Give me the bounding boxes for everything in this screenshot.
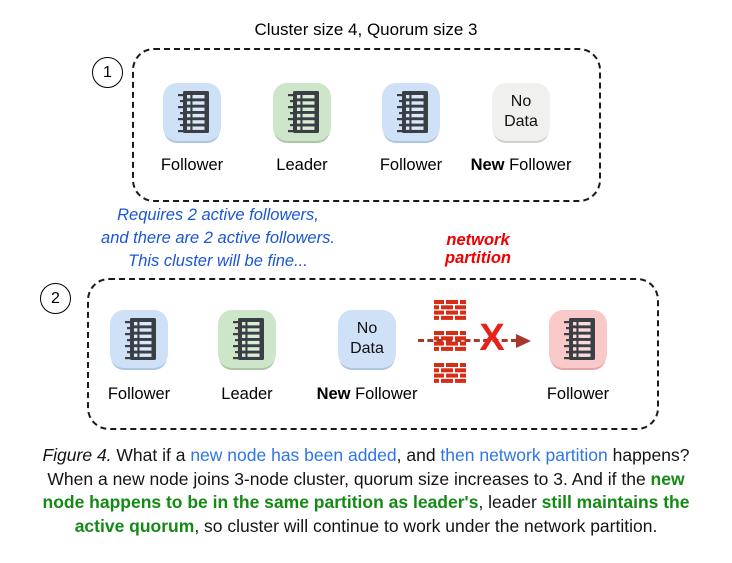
notebook-icon-svg xyxy=(288,91,319,133)
cluster-box-1 xyxy=(132,48,601,202)
s2-node-follower-1: Follower xyxy=(83,310,195,404)
s2-node-leader: Leader xyxy=(191,310,303,404)
node-label: Leader xyxy=(276,156,328,174)
brick-wall-svg xyxy=(434,363,466,383)
node-label: New Follower xyxy=(470,156,572,174)
node-label: Follower xyxy=(107,385,171,403)
caption-line-4: active quorum, so cluster will continue … xyxy=(74,515,658,536)
node-label: New Follower xyxy=(316,385,418,403)
caption-line-3: node happens to be in the same partition… xyxy=(42,492,690,513)
notebook-icon xyxy=(110,310,168,368)
node-label: Follower xyxy=(546,385,610,403)
x-mark: X xyxy=(479,317,505,359)
s1-node-follower-2: Follower xyxy=(355,83,467,175)
brick-wall-svg xyxy=(434,331,466,351)
node-label: Follower xyxy=(379,156,443,174)
step-1-number: 1 xyxy=(103,63,112,81)
annotation-active-followers: Requires 2 active followers,and there ar… xyxy=(101,206,335,270)
cluster-box-2 xyxy=(87,278,659,430)
node-label: Leader xyxy=(221,385,273,403)
notebook-icon-svg xyxy=(564,318,595,360)
brick-wall-icon xyxy=(434,363,466,383)
notebook-icon xyxy=(549,310,607,368)
partition-arrow-line xyxy=(418,339,517,342)
caption-line-1: Figure 4. What if a new node has been ad… xyxy=(42,445,690,465)
brick-wall-svg xyxy=(434,300,466,320)
partition-arrow-head xyxy=(516,334,531,348)
notebook-icon-svg xyxy=(233,318,264,360)
step-2-number: 2 xyxy=(51,289,60,307)
brick-wall-icon xyxy=(434,331,466,351)
notebook-icon xyxy=(382,83,440,141)
figure-caption: Figure 4. What if a new node has been ad… xyxy=(0,444,732,538)
step-2-badge: 2 xyxy=(40,283,71,314)
notebook-icon-svg xyxy=(125,318,156,360)
step-1-badge: 1 xyxy=(92,57,123,88)
s1-node-leader: Leader xyxy=(246,83,358,175)
s1-node-follower-1: Follower xyxy=(136,83,248,175)
notebook-icon xyxy=(273,83,331,141)
s2-node-follower-partitioned: Follower xyxy=(522,310,634,404)
brick-wall-icon xyxy=(434,300,466,320)
node-label: Follower xyxy=(160,156,224,174)
diagram-title: Cluster size 4, Quorum size 3 xyxy=(254,20,478,39)
notebook-icon-svg xyxy=(397,91,428,133)
notebook-icon xyxy=(218,310,276,368)
notebook-icon-svg xyxy=(178,91,209,133)
caption-line-2: When a new node joins 3-node cluster, qu… xyxy=(47,468,685,489)
notebook-icon xyxy=(163,83,221,141)
